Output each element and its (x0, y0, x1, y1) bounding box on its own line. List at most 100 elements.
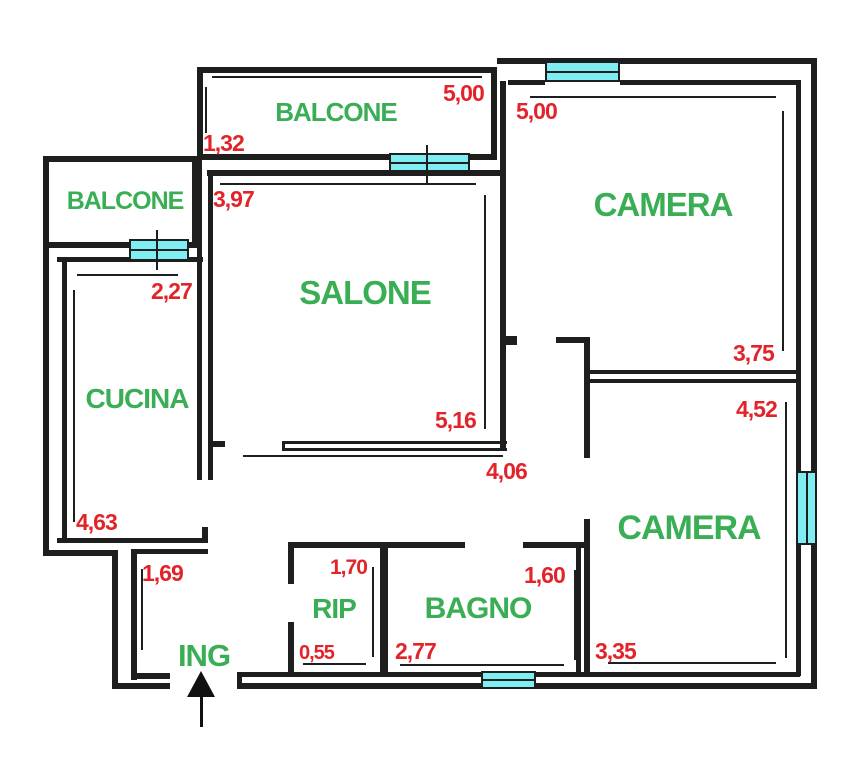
wall (197, 67, 203, 160)
dimension-rip-width: 0,55 (299, 642, 335, 664)
dimension-camera-bottom-height: 4,52 (736, 396, 778, 422)
wall (508, 80, 545, 85)
window-tick (426, 145, 428, 183)
dimension-line (782, 111, 784, 351)
dimension-line (73, 290, 75, 522)
dimension-line (212, 76, 482, 78)
window-mullion (805, 473, 808, 543)
wall (288, 622, 294, 676)
dimension-salone-width: 3,97 (213, 186, 255, 212)
wall (288, 542, 294, 584)
dimension-balcone-left-width: 2,27 (151, 278, 193, 304)
wall (506, 336, 517, 345)
wall (237, 672, 242, 689)
wall (197, 67, 497, 73)
room-label-camera-bottom: CAMERA (617, 509, 761, 547)
wall (131, 673, 170, 679)
room-label-ingresso: ING (177, 638, 231, 673)
entrance-arrow-icon (187, 671, 215, 697)
wall (57, 538, 208, 543)
dimension-balcone-top-depth: 1,32 (203, 130, 245, 156)
window-tick (156, 230, 158, 270)
wall (43, 248, 49, 555)
wall (796, 80, 801, 472)
wall (584, 337, 590, 458)
dimension-cucina-height: 4,63 (76, 509, 118, 535)
wall (207, 170, 504, 176)
window (796, 471, 817, 545)
wall (282, 441, 285, 451)
wall (197, 154, 391, 160)
wall (556, 337, 590, 343)
wall (43, 242, 131, 248)
wall (811, 58, 817, 689)
wall (237, 672, 481, 677)
room-label-camera-top: CAMERA (593, 186, 734, 223)
wall (43, 550, 118, 556)
dimension-camera-top-height: 3,75 (733, 340, 775, 366)
room-label-salone: SALONE (299, 274, 432, 311)
dimension-bagno-height: 1,60 (524, 562, 566, 588)
wall (202, 527, 208, 543)
room-label-cucina: CUCINA (85, 383, 190, 414)
room-label-balcone-top: BALCONE (275, 97, 398, 127)
room-label-rip: RIP (312, 593, 357, 624)
dimension-line (400, 664, 564, 666)
wall (535, 672, 800, 677)
wall (523, 542, 585, 548)
wall (43, 156, 198, 162)
dimension-line (484, 195, 486, 429)
dimension-entrance-height: 1,69 (142, 560, 184, 586)
wall (192, 156, 198, 248)
dimension-line (372, 567, 374, 657)
wall (62, 262, 67, 543)
dimension-salone-height: 5,16 (435, 407, 477, 433)
wall (112, 683, 170, 689)
room-label-balcone-left: BALCONE (66, 187, 185, 215)
wall (197, 160, 202, 480)
wall (590, 379, 800, 383)
window (545, 61, 620, 82)
dimension-camera-top-width: 5,00 (516, 98, 558, 124)
wall (491, 67, 497, 160)
dimension-rip-height: 1,70 (330, 556, 368, 579)
wall (212, 441, 225, 447)
wall (282, 441, 507, 444)
dimension-line (608, 662, 776, 664)
wall (500, 81, 506, 451)
dimension-line (205, 87, 207, 133)
wall (468, 154, 497, 160)
wall (43, 156, 49, 248)
wall (112, 550, 118, 689)
dimension-line (574, 570, 576, 660)
dimension-line (141, 569, 143, 650)
wall (208, 170, 213, 480)
window (389, 153, 470, 172)
window-mullion (131, 249, 187, 251)
window (481, 671, 536, 689)
wall (620, 80, 800, 85)
wall (576, 542, 581, 676)
dimension-line (785, 402, 787, 658)
wall (282, 448, 507, 451)
wall (796, 543, 801, 676)
dimension-line (77, 274, 178, 276)
dimension-bagno-width: 2,77 (395, 638, 437, 664)
dimension-line (530, 96, 776, 98)
wall (131, 549, 208, 554)
dimension-balcone-top-width: 5,00 (443, 80, 485, 106)
dimension-line (303, 663, 366, 665)
wall (584, 519, 590, 676)
window-mullion (547, 70, 618, 73)
dimension-line (220, 183, 476, 185)
window (129, 239, 189, 261)
wall (288, 542, 465, 548)
wall (497, 58, 817, 64)
entrance-arrow-tail (200, 696, 203, 727)
room-label-bagno: BAGNO (424, 592, 533, 625)
window-mullion (483, 679, 534, 681)
window-mullion (391, 161, 468, 164)
dimension-line (243, 455, 503, 457)
wall (131, 549, 137, 680)
